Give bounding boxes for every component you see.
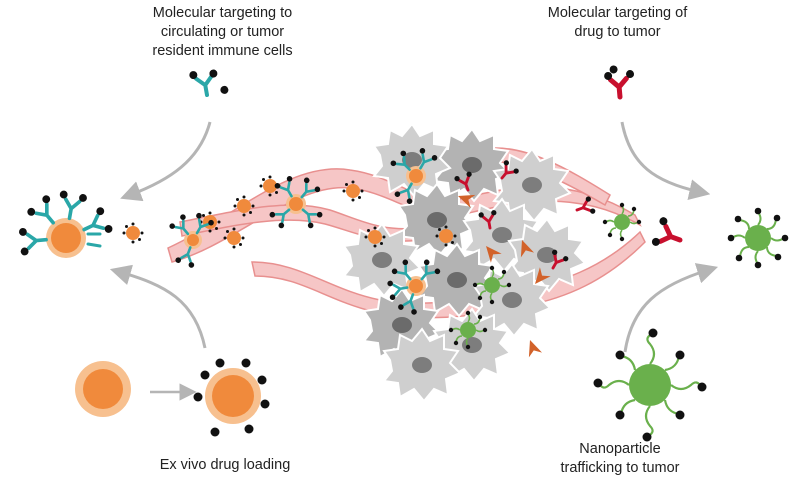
arrow-top-right [620, 121, 711, 200]
ex-vivo-loaded-cell [193, 358, 270, 437]
label-immune-targeting-line3: resident immune cells [152, 43, 293, 59]
label-drug-targeting-line2: drug to tumor [574, 24, 661, 40]
label-immune-targeting-line2: circulating or tumor [160, 24, 285, 40]
label-immune-targeting: Molecular targeting to circulating or tu… [135, 4, 310, 61]
nanoparticle-icon-right [727, 207, 789, 269]
red-antibody-icon-top [604, 65, 635, 100]
arrow-top-left [120, 121, 212, 202]
teal-antibody-icon [189, 69, 229, 97]
label-drug-targeting: Molecular targeting of drug to tumor [535, 4, 700, 42]
tumor-mass [343, 123, 586, 402]
label-immune-targeting-line1: Molecular targeting to [152, 5, 293, 21]
label-ex-vivo-line1: Ex vivo drug loading [159, 457, 291, 473]
label-ex-vivo: Ex vivo drug loading [130, 456, 320, 475]
arrow-bottom-right [623, 263, 719, 353]
nanoparticle-icon-large [593, 328, 707, 442]
label-nanoparticle-line1: Nanoparticle [579, 441, 661, 457]
label-drug-targeting-line1: Molecular targeting of [547, 5, 688, 21]
coated-immune-cells [166, 145, 443, 317]
large-immune-cell [16, 188, 116, 258]
label-nanoparticle: Nanoparticle trafficking to tumor [540, 440, 700, 478]
red-antibody-icon-right [651, 217, 683, 246]
ex-vivo-unloaded-cell [75, 361, 131, 417]
label-nanoparticle-line2: trafficking to tumor [560, 460, 680, 476]
arrow-bottom-left [109, 264, 207, 349]
